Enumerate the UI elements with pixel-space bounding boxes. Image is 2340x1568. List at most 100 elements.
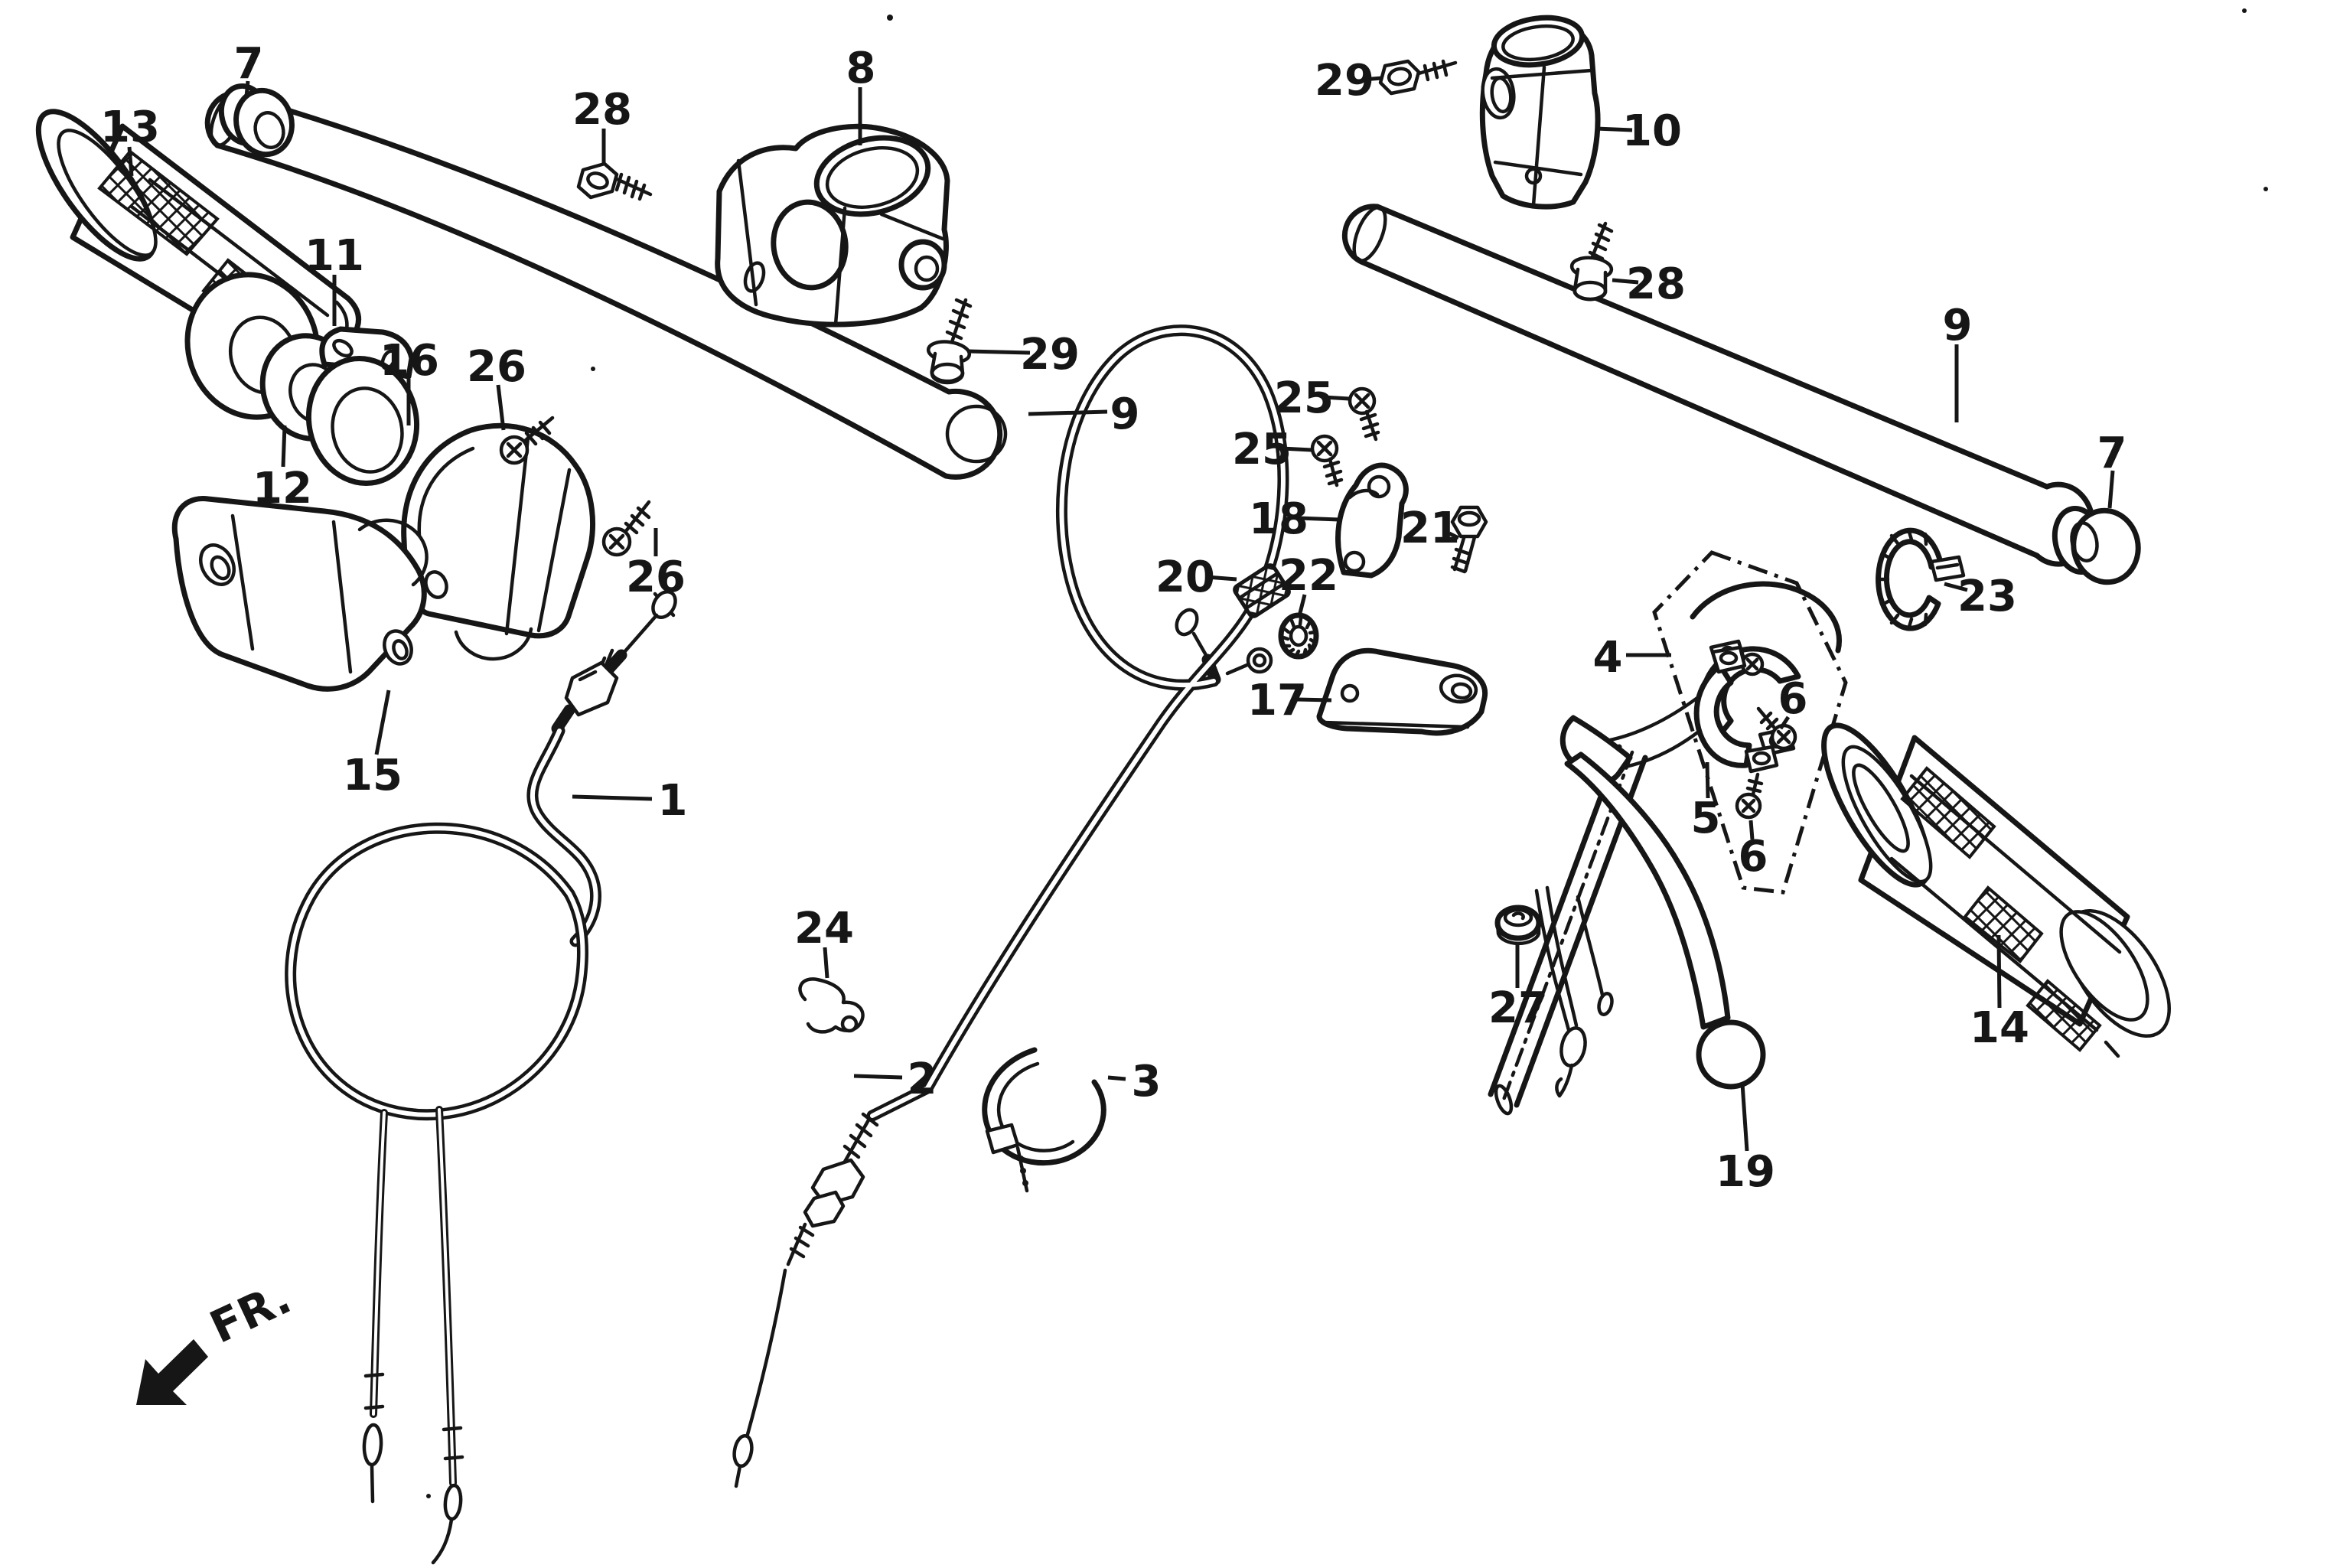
part-number-label: 3 — [1132, 1057, 1162, 1107]
part-number-label: 6 — [1739, 832, 1768, 882]
part-number-label: 20 — [1155, 553, 1215, 602]
part-number-label: 14 — [1970, 1003, 2029, 1053]
part-number-label: 5 — [1691, 794, 1721, 843]
leader-line — [1362, 76, 1383, 82]
leader-line — [1206, 575, 1237, 582]
part-screw-6-upper — [1756, 706, 1797, 751]
leader-line — [1778, 716, 1791, 730]
part-number-label: 26 — [626, 553, 686, 602]
part-adjuster-nut — [1278, 612, 1319, 660]
part-bar-end-bushing-left — [218, 83, 295, 158]
leader-line — [1296, 697, 1332, 703]
part-bolt-28-right — [1569, 221, 1614, 302]
fr-arrow-icon — [136, 1339, 208, 1405]
part-number-label: 7 — [234, 39, 264, 89]
part-number-label: 8 — [846, 44, 876, 93]
part-number-label: 22 — [1279, 551, 1338, 601]
leader-line — [572, 794, 653, 801]
part-number-label: 9 — [1943, 301, 1973, 350]
part-number-label: 7 — [2097, 429, 2127, 478]
leader-line — [281, 425, 287, 468]
part-number-label: 19 — [1716, 1147, 1775, 1197]
part-throttle-collar — [305, 326, 420, 487]
leader-line — [1944, 582, 1968, 592]
part-screw-26-upper — [499, 416, 555, 465]
part-screw-26-lower — [601, 500, 651, 557]
leader-line — [1281, 446, 1312, 452]
part-bolt-28-left — [576, 161, 653, 201]
leader-line — [1740, 1083, 1749, 1152]
part-number-label: 6 — [1778, 674, 1808, 724]
part-number-label: 9 — [1110, 390, 1140, 439]
part-number-label: 15 — [343, 751, 402, 800]
part-number-label: 1 — [658, 776, 688, 826]
fr-direction-label: FR. — [202, 1272, 298, 1354]
part-screw-25-lower — [1310, 434, 1344, 487]
part-handlebar-pipe-right — [1341, 204, 2096, 567]
part-number-label: 25 — [1274, 373, 1334, 423]
part-handlebar-clamp — [1479, 15, 1601, 210]
leader-line — [823, 947, 829, 979]
part-switch-housing-upper — [401, 422, 596, 661]
part-number-label: 12 — [253, 464, 312, 513]
part-screw-25-upper — [1348, 386, 1380, 442]
leader-line — [1322, 395, 1350, 401]
part-pivot-nut — [1494, 905, 1542, 946]
part-number-label: 25 — [1232, 425, 1292, 474]
diagram-artwork: FR. — [35, 8, 2268, 1565]
part-cable-guide — [1233, 563, 1291, 618]
fr-direction-marker: FR. — [136, 1272, 298, 1405]
part-number-label: 27 — [1488, 983, 1548, 1033]
leader-line — [1612, 278, 1639, 285]
part-lever-bracket-lower — [1316, 647, 1488, 736]
part-number-label: 10 — [1622, 106, 1682, 156]
part-number-label: 13 — [100, 103, 160, 152]
leader-line — [127, 146, 134, 177]
leader-line — [1448, 531, 1460, 540]
leader-line — [1748, 820, 1755, 840]
part-clamp-half — [1693, 645, 1779, 774]
part-number-label: 24 — [794, 904, 854, 954]
leader-line — [1107, 1075, 1126, 1081]
part-handlebar-pipe-left — [204, 90, 1008, 480]
leader-line — [1298, 594, 1307, 614]
part-number-label: 2 — [908, 1055, 937, 1104]
part-clutch-cable — [732, 324, 1289, 1488]
leader-line — [374, 689, 391, 755]
leader-line — [1298, 516, 1340, 522]
part-number-label: 29 — [1315, 56, 1374, 106]
part-number-label: 18 — [1249, 494, 1309, 544]
part-switch-housing-lower — [171, 496, 429, 692]
part-number-label: 23 — [1957, 572, 2017, 621]
part-number-label: 21 — [1400, 504, 1460, 553]
scan-artifacts — [426, 8, 2268, 1498]
part-band-clamp — [982, 1047, 1106, 1193]
part-number-label: 11 — [305, 231, 364, 281]
part-retaining-ring — [1876, 527, 1966, 631]
leader-line — [1705, 761, 1710, 799]
leader-line — [1028, 409, 1108, 416]
leader-line — [968, 349, 1031, 355]
part-handlebar-holder — [715, 123, 950, 328]
leader-line — [1595, 126, 1633, 132]
part-number-label: 28 — [572, 85, 632, 135]
part-lever-bracket-upper — [1335, 462, 1409, 579]
leader-line — [853, 1074, 903, 1080]
part-clutch-lever — [1559, 715, 1766, 1090]
part-number-label: 29 — [1020, 330, 1080, 380]
leader-line — [496, 384, 506, 431]
part-number-label: 26 — [467, 342, 526, 392]
part-number-label: 28 — [1626, 259, 1686, 309]
part-number-label: 17 — [1247, 676, 1307, 725]
part-bar-end-bushing-right — [2052, 505, 2141, 585]
leader-line — [2107, 470, 2115, 509]
leader-line — [244, 80, 250, 97]
part-number-label: 4 — [1593, 633, 1623, 683]
part-number-label: 16 — [380, 336, 439, 386]
part-bolt-29-right — [1378, 59, 1458, 96]
part-clutch-cable-inner-wires — [1534, 885, 1614, 1098]
part-throttle-cable — [285, 590, 677, 1565]
